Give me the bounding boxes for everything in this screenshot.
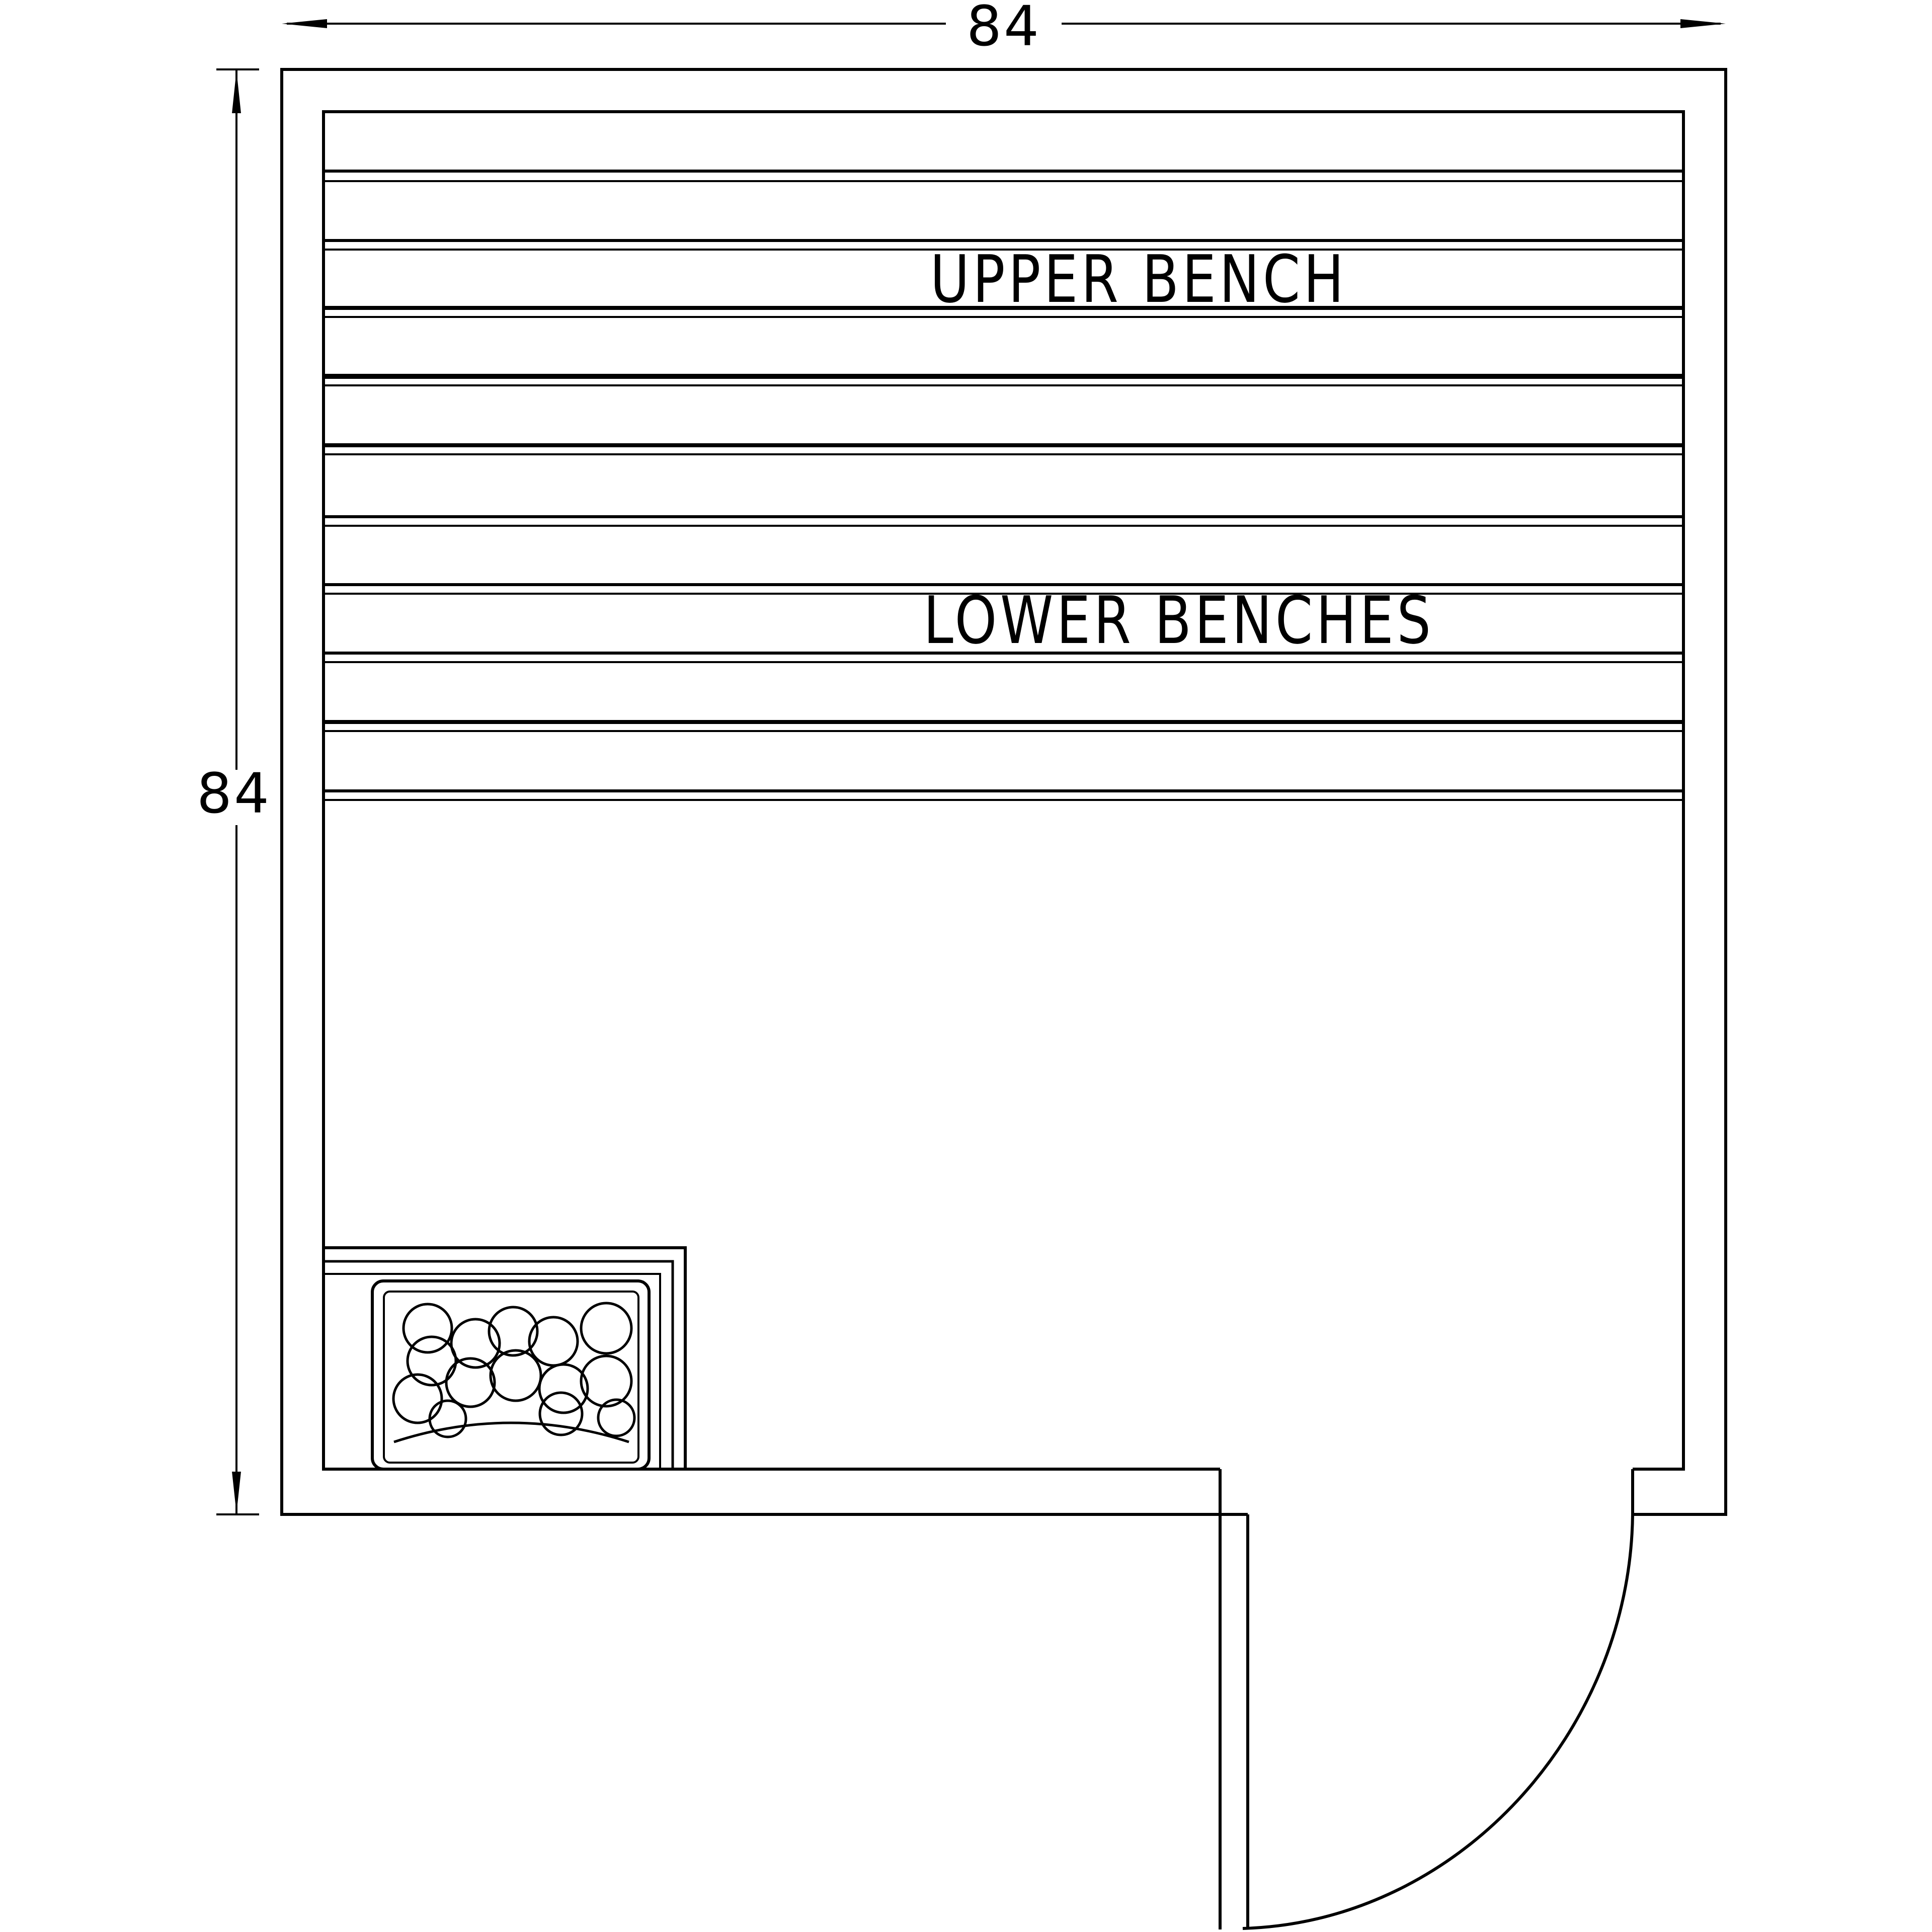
sauna-stone [428, 1399, 467, 1438]
sauna-stone [402, 1303, 453, 1354]
door-swing-arc [1242, 1514, 1634, 1930]
sauna-stone [392, 1373, 443, 1424]
sauna-stone [489, 1349, 542, 1402]
heater-guard-middle [324, 1260, 674, 1469]
height-arrow-top [232, 70, 241, 113]
heater-body-inner [383, 1291, 639, 1464]
benches [324, 170, 1683, 801]
sauna-stone [450, 1318, 501, 1369]
width-dimension: 84 [282, 0, 1726, 58]
width-arrow-left [282, 19, 327, 28]
lower-benches-label: LOWER BENCHES [923, 583, 1434, 659]
sauna-stone [538, 1391, 584, 1436]
sauna-stones [392, 1302, 636, 1438]
sauna-stone [580, 1354, 633, 1408]
heater [324, 1246, 687, 1471]
heater-guard-outer [324, 1246, 687, 1469]
sauna-stone [580, 1302, 633, 1355]
sauna-stone [488, 1306, 539, 1357]
upper-bench-label: UPPER BENCH [930, 242, 1347, 318]
height-arrow-bottom [232, 1472, 241, 1513]
door [1219, 1469, 1634, 1930]
heater-rock-tray-curve [393, 1421, 629, 1443]
sauna-stone [445, 1357, 496, 1408]
width-dimension-label: 84 [967, 0, 1041, 58]
outer-wall [280, 68, 1727, 1516]
height-dimension-label: 84 [197, 761, 271, 826]
sauna-stone [538, 1363, 589, 1414]
height-dimension: 84 [197, 68, 271, 1515]
sauna-stone [597, 1398, 636, 1437]
sauna-stone [528, 1316, 579, 1367]
heater-guard-inner [324, 1273, 661, 1469]
width-arrow-right [1680, 19, 1726, 28]
sauna-stone [406, 1335, 457, 1387]
heater-body-outer [371, 1279, 651, 1471]
